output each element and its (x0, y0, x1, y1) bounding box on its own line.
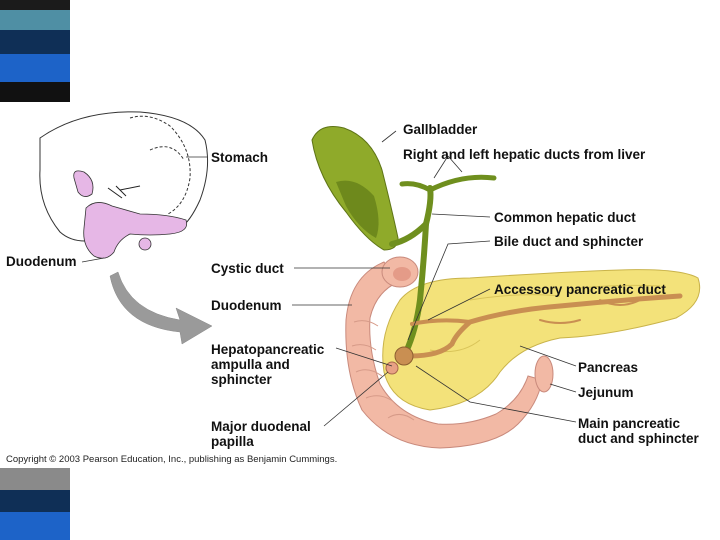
left-hepatic-duct (399, 181, 433, 193)
stripe-top-blue (0, 54, 70, 82)
stripe-top-navy (0, 30, 70, 54)
jejunum-opening (534, 355, 554, 393)
label-bile-duct: Bile duct and sphincter (494, 234, 644, 249)
common-hepatic-duct (423, 185, 434, 227)
label-common-hepatic-duct: Common hepatic duct (494, 210, 636, 225)
label-papilla-1: Major duodenal (211, 419, 311, 434)
label-main-duct-1: Main pancreatic (578, 416, 681, 431)
zoom-arrow (109, 271, 213, 345)
label-hepatopancreatic-1: Hepatopancreatic (211, 342, 325, 357)
stripe-bottom-blue (0, 512, 70, 540)
accessory-pancreatic-duct (410, 318, 472, 326)
copyright-notice: Copyright © 2003 Pearson Education, Inc.… (6, 454, 338, 465)
stripe-top-black (0, 82, 70, 102)
leader-lines (292, 130, 577, 427)
label-duodenum: Duodenum (211, 298, 282, 313)
leader-duodenum-sketch (81, 257, 105, 263)
label-duodenum-sketch: Duodenum (6, 254, 77, 269)
stomach-outline (129, 115, 191, 215)
label-jejunum: Jejunum (578, 385, 634, 400)
sketch-jejunum (138, 237, 152, 251)
biliary-ducts (389, 174, 497, 355)
label-stomach: Stomach (211, 150, 269, 165)
label-hepatopancreatic-3: sphincter (211, 372, 272, 387)
label-accessory-duct: Accessory pancreatic duct (494, 282, 666, 297)
inset-sketch (39, 111, 209, 242)
label-pancreas: Pancreas (578, 360, 639, 375)
stripe-bottom-navy (0, 490, 70, 512)
liver-outline (39, 111, 209, 242)
label-cystic-duct: Cystic duct (211, 261, 284, 276)
sketch-gallbladder (73, 170, 94, 197)
stripe-bottom-grey (0, 468, 70, 490)
stripe-top-teal (0, 10, 70, 30)
label-papilla-2: papilla (211, 434, 254, 449)
label-main-duct-2: duct and sphincter (578, 431, 699, 446)
main-pancreatic-duct (407, 293, 683, 359)
label-hepatopancreatic-2: ampulla and (211, 357, 290, 372)
ampulla (394, 346, 414, 366)
sketch-duodenum-pancreas (83, 202, 188, 259)
label-gallbladder: Gallbladder (403, 122, 478, 137)
stripe-top-dark (0, 0, 70, 10)
sketch-ducts (107, 185, 141, 199)
bile-duct (403, 221, 429, 355)
pancreatic-ducts (407, 293, 683, 359)
label-hepatic-ducts: Right and left hepatic ducts from liver (403, 147, 646, 162)
right-hepatic-duct (427, 174, 497, 193)
